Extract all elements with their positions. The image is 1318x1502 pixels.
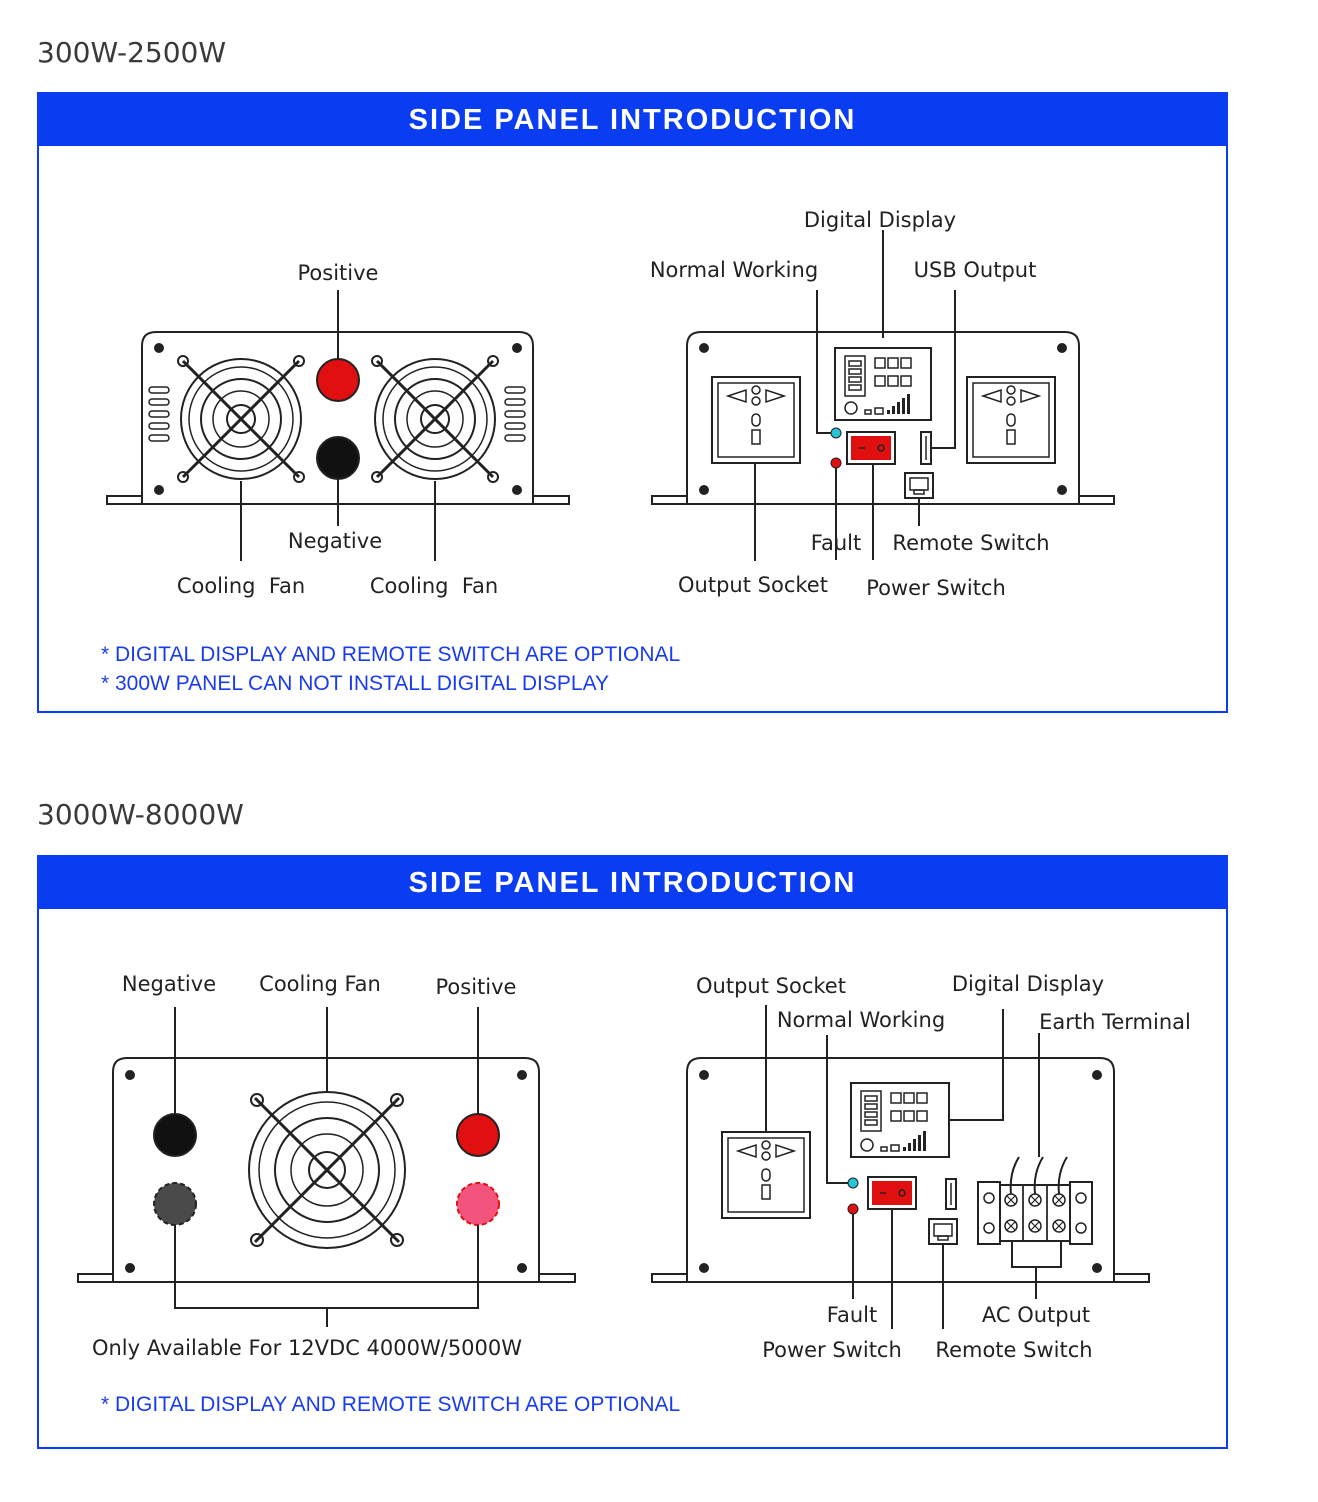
panel-header-1: SIDE PANEL INTRODUCTION xyxy=(39,94,1226,146)
label-normal-working: Normal Working xyxy=(650,258,818,282)
universal-socket-icon xyxy=(711,376,801,464)
screw-icon xyxy=(699,343,1067,495)
fan-grille-icon xyxy=(248,1091,406,1249)
negative-terminal-optional xyxy=(153,1182,197,1226)
ac-panel-1: Digital Display Normal Working USB Outpu… xyxy=(650,208,1115,600)
vent-slots-right xyxy=(504,386,526,442)
normal-working-led xyxy=(847,1177,859,1189)
dc-panel-2: Negative Cooling Fan Positive Only Avail… xyxy=(77,972,576,1360)
terminal-block-icon xyxy=(977,1156,1093,1245)
label-cooling-fan-right: Cooling Fan xyxy=(370,574,498,598)
power-switch[interactable] xyxy=(867,1176,917,1210)
fault-led xyxy=(830,457,842,469)
fault-led xyxy=(847,1203,859,1215)
label-negative: Negative xyxy=(288,529,382,553)
rj45-port-icon xyxy=(904,472,934,499)
fan-grille-icon xyxy=(177,355,305,483)
label-availability: Only Available For 12VDC 4000W/5000W xyxy=(92,1336,522,1360)
label-output-socket: Output Socket xyxy=(678,573,828,597)
label-power-switch: Power Switch xyxy=(762,1338,902,1362)
digital-display-icon xyxy=(850,1082,950,1158)
label-remote-switch: Remote Switch xyxy=(892,531,1049,555)
screw-icon xyxy=(125,1070,527,1273)
vent-slots-left xyxy=(148,386,170,442)
side-panel-2: SIDE PANEL INTRODUCTION xyxy=(37,855,1228,1449)
universal-socket-icon xyxy=(721,1131,811,1219)
negative-terminal xyxy=(316,436,360,480)
label-digital-display: Digital Display xyxy=(804,208,956,232)
label-fault: Fault xyxy=(827,1303,877,1327)
label-output-socket: Output Socket xyxy=(696,974,846,998)
note-300w: * 300W PANEL CAN NOT INSTALL DIGITAL DIS… xyxy=(101,672,610,695)
power-switch[interactable] xyxy=(846,431,896,465)
rj45-port-icon xyxy=(928,1218,958,1245)
positive-terminal-optional xyxy=(456,1182,500,1226)
normal-working-led xyxy=(830,427,842,439)
screw-icon xyxy=(154,343,522,495)
notes-1: * DIGITAL DISPLAY AND REMOTE SWITCH ARE … xyxy=(101,640,680,698)
range-title-2: 3000W-8000W xyxy=(37,798,244,831)
label-normal-working: Normal Working xyxy=(777,1008,945,1032)
label-earth-terminal: Earth Terminal xyxy=(1039,1010,1191,1034)
negative-terminal xyxy=(153,1113,197,1157)
ac-panel-2: Output Socket Normal Working Digital Dis… xyxy=(651,972,1191,1362)
label-ac-output: AC Output xyxy=(982,1303,1090,1327)
positive-terminal xyxy=(316,358,360,402)
usb-port-icon xyxy=(945,1178,957,1210)
usb-port-icon xyxy=(920,431,932,465)
label-positive: Positive xyxy=(298,261,379,285)
label-digital-display: Digital Display xyxy=(952,972,1104,996)
dc-panel-1: Positive Negative Cooling Fan Cooling Fa… xyxy=(106,261,570,598)
label-positive: Positive xyxy=(436,975,517,999)
positive-terminal xyxy=(456,1113,500,1157)
note-optional: * DIGITAL DISPLAY AND REMOTE SWITCH ARE … xyxy=(101,1393,681,1416)
label-negative: Negative xyxy=(122,972,216,996)
label-usb-output: USB Output xyxy=(914,258,1037,282)
label-cooling-fan: Cooling Fan xyxy=(259,972,381,996)
panel-header-2: SIDE PANEL INTRODUCTION xyxy=(39,857,1226,909)
label-fault: Fault xyxy=(811,531,861,555)
screw-icon xyxy=(699,1070,1102,1273)
fan-grille-icon xyxy=(371,355,499,483)
note-optional: * DIGITAL DISPLAY AND REMOTE SWITCH ARE … xyxy=(101,643,681,666)
label-remote-switch: Remote Switch xyxy=(935,1338,1092,1362)
panel-diagram-2: Negative Cooling Fan Positive Only Avail… xyxy=(77,972,1191,1362)
notes-2: * DIGITAL DISPLAY AND REMOTE SWITCH ARE … xyxy=(101,1390,680,1419)
panel-diagram-1: Positive Negative Cooling Fan Cooling Fa… xyxy=(106,208,1115,600)
label-cooling-fan-left: Cooling Fan xyxy=(177,574,305,598)
digital-display-icon xyxy=(834,347,932,421)
universal-socket-icon xyxy=(966,376,1056,464)
label-power-switch: Power Switch xyxy=(866,576,1006,600)
range-title-1: 300W-2500W xyxy=(37,36,227,69)
side-panel-1: SIDE PANEL INTRODUCTION xyxy=(37,92,1228,713)
